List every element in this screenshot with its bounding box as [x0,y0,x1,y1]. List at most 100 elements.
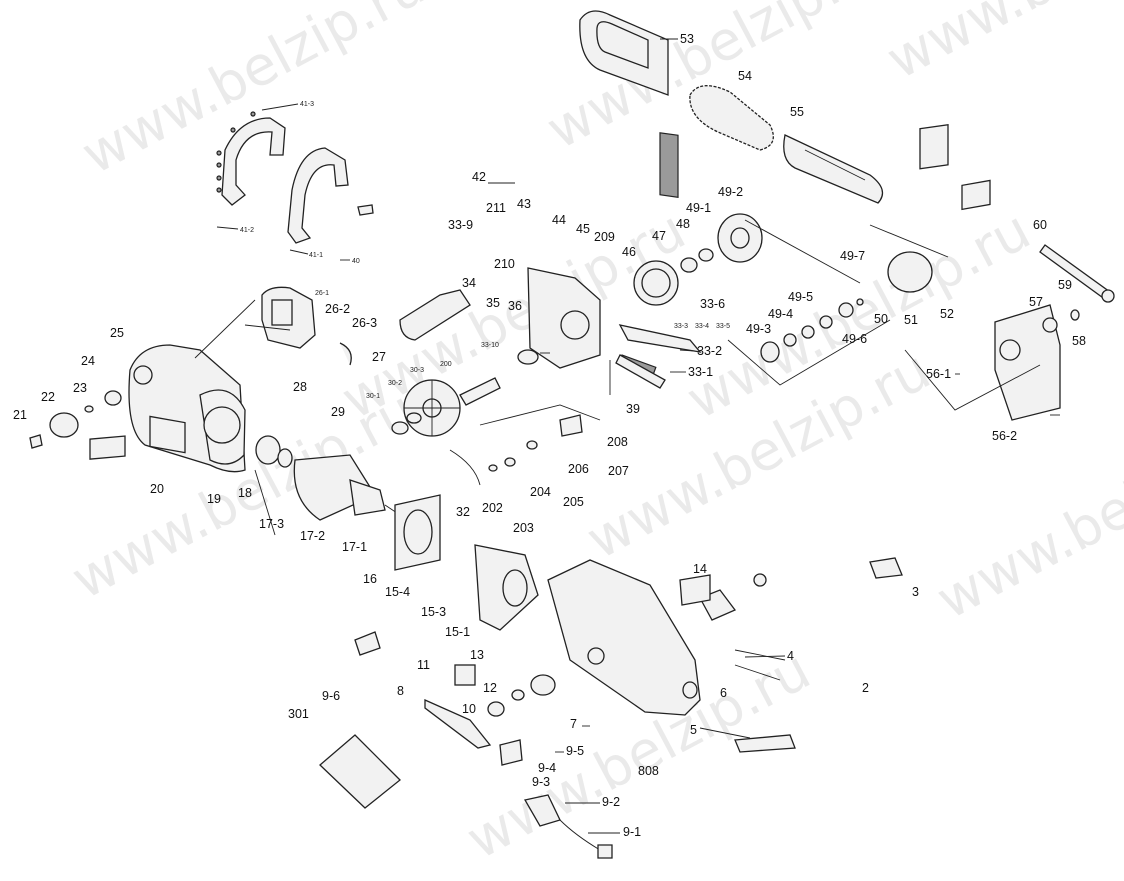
end-cap-parts [29,342,352,460]
label-25: 25 [110,326,124,340]
label-55: 55 [790,105,804,119]
label-41-1: 41-1 [309,252,323,259]
stator-15 [474,544,539,631]
label-40: 40 [352,258,360,265]
label-207: 207 [608,464,629,478]
label-17-3: 17-3 [259,517,284,531]
switch-parts [319,631,556,809]
label-204: 204 [530,485,551,499]
sprocket-washers-49 [760,124,949,363]
label-206: 206 [568,462,589,476]
label-49-4: 49-4 [768,307,793,321]
label-14: 14 [693,562,707,576]
label-211: 211 [486,201,506,215]
label-58: 58 [1072,334,1086,348]
gear-housing-210 [399,267,601,369]
label-12: 12 [483,681,497,695]
label-209: 209 [594,230,615,244]
label-41-2: 41-2 [240,227,254,234]
label-27: 27 [372,350,386,364]
label-47: 47 [652,229,666,243]
label-53: 53 [680,32,694,46]
label-203: 203 [513,521,534,535]
motor-housing-19 [128,344,246,473]
label-33-3: 33-3 [674,323,688,330]
label-36: 36 [508,299,522,313]
label-5: 5 [690,723,697,737]
label-ticks [216,38,1060,834]
label-23: 23 [73,381,87,395]
label-20: 20 [150,482,164,496]
label-28: 28 [293,380,307,394]
label-60: 60 [1033,218,1047,232]
label-33-5: 33-5 [716,323,730,330]
cover-26-1 [261,286,316,349]
label-33-9: 33-9 [448,218,473,232]
label-49-1: 49-1 [686,201,711,215]
label-9-1: 9-1 [623,825,641,839]
label-35: 35 [486,296,500,310]
guide-bar-53 [579,10,679,198]
label-2: 2 [862,681,869,695]
baffle-16 [394,494,441,571]
label-30-2: 30-2 [388,380,402,387]
label-208: 208 [607,435,628,449]
label-18: 18 [238,486,252,500]
label-26-1: 26-1 [315,290,329,297]
label-9-5: 9-5 [566,744,584,758]
label-22: 22 [41,390,55,404]
label-49-6: 49-6 [842,332,867,346]
front-handle-41 [216,111,374,244]
label-7: 7 [570,717,577,731]
label-200: 200 [440,361,452,368]
label-15-3: 15-3 [421,605,446,619]
label-15-4: 15-4 [385,585,410,599]
gear-30 [391,377,501,437]
label-10: 10 [462,702,476,716]
label-42: 42 [472,170,486,184]
saw-chain-54 [689,85,774,151]
label-808: 808 [638,764,659,778]
part-labels: 53 54 55 60 59 57 58 41-3 41-2 41-1 40 4… [13,32,1086,839]
label-39: 39 [626,402,640,416]
label-6: 6 [720,686,727,700]
label-43: 43 [517,197,531,211]
label-30-3: 30-3 [410,367,424,374]
guide-bar-55 [783,134,884,204]
label-49-5: 49-5 [788,290,813,304]
label-9-2: 9-2 [602,795,620,809]
label-8: 8 [397,684,404,698]
handle-housing-808 [547,559,701,716]
label-46: 46 [622,245,636,259]
label-202: 202 [482,501,503,515]
label-15-1: 15-1 [445,625,470,639]
power-cord-9 [499,739,613,859]
label-33-2: 33-2 [697,344,722,358]
right-parts [679,557,903,753]
label-57: 57 [1029,295,1043,309]
clutch-parts [617,213,763,378]
label-19: 19 [207,492,221,506]
armature-17 [255,435,401,521]
label-9-6: 9-6 [322,689,340,703]
svg-text:www.belzip.ru: www.belzip.ru [877,0,1124,91]
label-17-2: 17-2 [300,529,325,543]
label-59: 59 [1058,278,1072,292]
label-44: 44 [552,213,566,227]
side-cover-56 [961,179,1115,421]
label-4: 4 [787,649,794,663]
leader-lines [194,219,1041,536]
label-26-2: 26-2 [325,302,350,316]
label-29: 29 [331,405,345,419]
label-9-4: 9-4 [538,761,556,775]
svg-text:www.belzip.ru: www.belzip.ru [72,0,436,186]
label-56-1: 56-1 [926,367,951,381]
label-49-2: 49-2 [718,185,743,199]
label-205: 205 [563,495,584,509]
label-17-1: 17-1 [342,540,367,554]
label-48: 48 [676,217,690,231]
label-56-2: 56-2 [992,429,1017,443]
label-49-7: 49-7 [840,249,865,263]
label-50: 50 [874,312,888,326]
